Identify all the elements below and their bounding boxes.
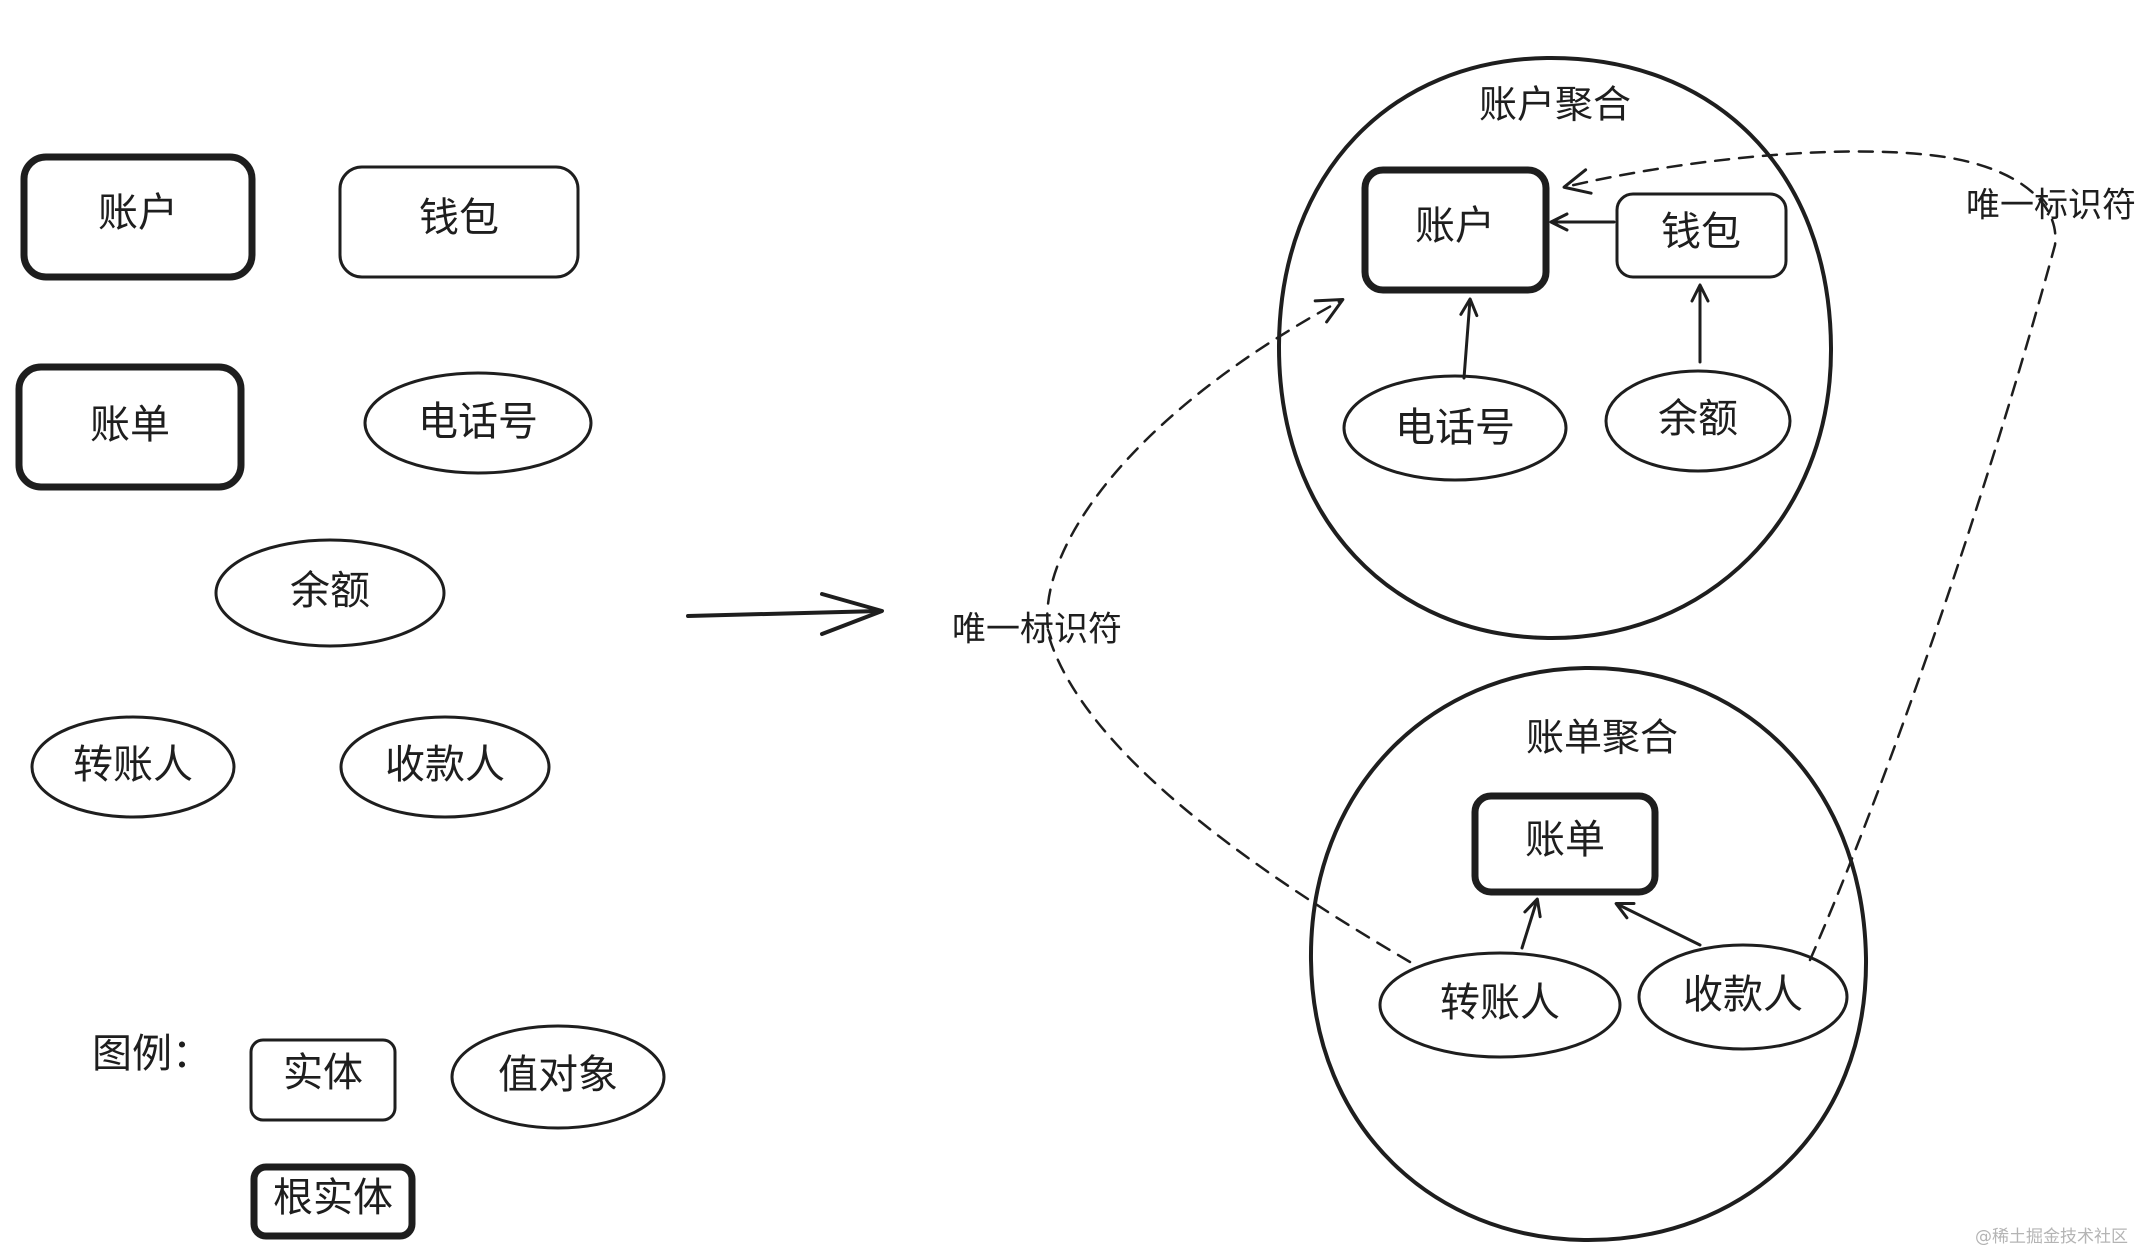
payer-to-bill-arrow — [1520, 897, 1542, 950]
legend-heading: 图例： — [92, 1031, 212, 1077]
payee-value-object: 收款人 — [339, 715, 551, 819]
account-aggregate-title: 账户聚合 — [1479, 83, 1631, 127]
aggregate-bill-label: 账单 — [1525, 817, 1605, 863]
bill-entity-root: 账单 — [15, 363, 245, 491]
account-entity-root: 账户 — [20, 153, 256, 281]
aggregate-account-root: 账户 — [1361, 166, 1550, 294]
account-aggregate: 账户聚合 账户 钱包 电话号 余额 — [1276, 55, 1834, 641]
phone-to-account-arrow — [1459, 297, 1479, 380]
legend: 图例： 实体 值对象 根实体 — [92, 1024, 666, 1240]
aggregate-balance-label: 余额 — [1658, 396, 1738, 442]
right-identifier-label: 唯一标识符 — [1966, 186, 2136, 226]
legend-root-entity-label: 根实体 — [273, 1175, 393, 1221]
account-aggregate-boundary — [1276, 55, 1834, 641]
wallet-entity: 钱包 — [338, 165, 580, 279]
phone-number-label: 电话号 — [418, 399, 538, 445]
payer-value-object: 转账人 — [30, 715, 236, 819]
identifier-references: 唯一标识符 唯一标识符 — [952, 150, 2136, 964]
aggregate-bill-root: 账单 — [1471, 792, 1659, 896]
legend-root-entity: 根实体 — [250, 1163, 416, 1240]
wallet-label: 钱包 — [419, 195, 499, 241]
aggregate-wallet-label: 钱包 — [1661, 209, 1741, 255]
aggregate-payer: 转账人 — [1378, 951, 1622, 1059]
payer-identifier-reference — [1046, 298, 1412, 964]
payee-to-bill-arrow — [1614, 901, 1702, 947]
legend-entity-label: 实体 — [283, 1050, 363, 1096]
balance-value-object: 余额 — [214, 538, 446, 648]
aggregate-payer-label: 转账人 — [1440, 980, 1560, 1026]
aggregate-payee: 收款人 — [1637, 943, 1849, 1051]
balance-label: 余额 — [290, 568, 370, 614]
aggregate-account-label: 账户 — [1415, 203, 1495, 249]
account-label: 账户 — [98, 190, 178, 236]
bill-aggregate-boundary — [1308, 665, 1869, 1243]
aggregate-payee-label: 收款人 — [1683, 972, 1803, 1018]
legend-entity: 实体 — [249, 1038, 397, 1122]
payer-label: 转账人 — [73, 742, 193, 788]
aggregate-phone-number-label: 电话号 — [1395, 405, 1515, 451]
legend-value-object-label: 值对象 — [498, 1052, 618, 1098]
aggregate-phone-number: 电话号 — [1342, 374, 1568, 482]
left-identifier-label: 唯一标识符 — [952, 610, 1122, 650]
watermark: @稀土掘金技术社区 — [1975, 1227, 2128, 1247]
legend-value-object: 值对象 — [450, 1024, 666, 1130]
phone-number-value-object: 电话号 — [363, 371, 593, 475]
bill-aggregate: 账单聚合 账单 转账人 收款人 — [1308, 665, 1869, 1243]
element-palette: 账户 钱包 账单 电话号 余额 转账人 收款人 — [15, 153, 593, 819]
bill-label: 账单 — [90, 402, 170, 448]
payee-identifier-reference — [1562, 150, 2057, 962]
aggregate-balance: 余额 — [1604, 369, 1792, 473]
transform-arrow — [686, 592, 884, 636]
aggregate-wallet-entity: 钱包 — [1615, 192, 1788, 279]
bill-aggregate-title: 账单聚合 — [1526, 716, 1678, 760]
payee-label: 收款人 — [385, 742, 505, 788]
